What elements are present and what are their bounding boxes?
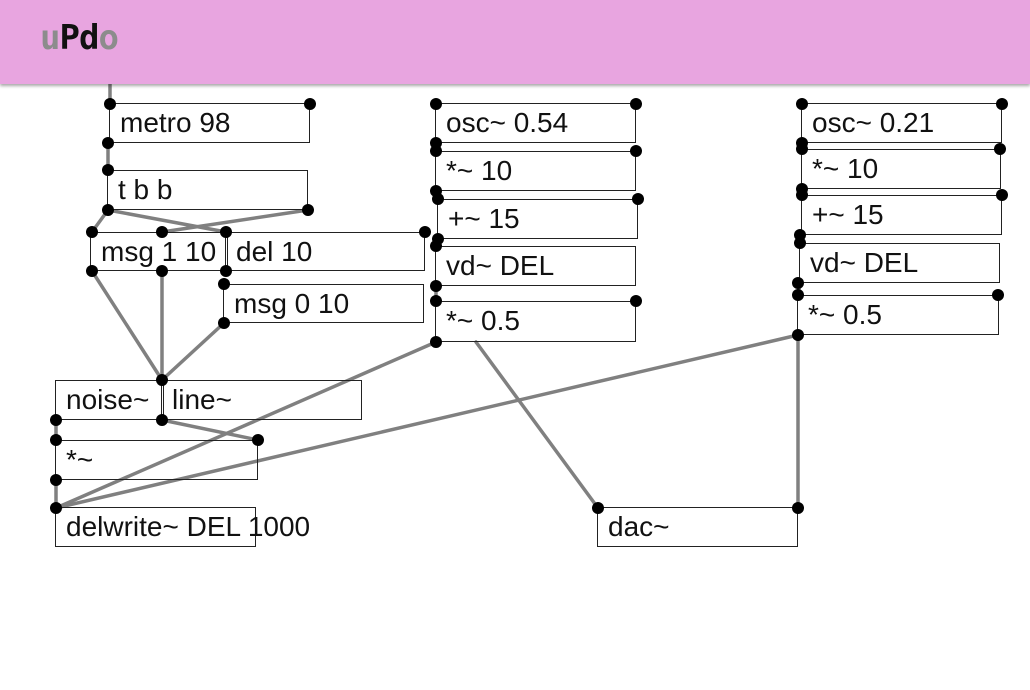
outlet-port[interactable] — [86, 265, 98, 277]
object-delwrite[interactable]: delwrite~ DEL 1000 — [55, 507, 310, 547]
inlet-port[interactable] — [792, 289, 804, 301]
outlet-port[interactable] — [50, 474, 62, 486]
inlet-port[interactable] — [430, 145, 442, 157]
inlet-port[interactable] — [430, 98, 442, 110]
object-vd-a[interactable]: vd~ DEL — [435, 246, 636, 286]
inlet-port[interactable] — [632, 193, 644, 205]
inlet-port[interactable] — [218, 278, 230, 290]
inlet-port[interactable] — [86, 226, 98, 238]
outlet-port[interactable] — [102, 204, 114, 216]
object-multiply[interactable]: *~ — [55, 440, 258, 480]
object-gain-b[interactable]: *~ 0.5 — [797, 295, 999, 335]
inlet-port[interactable] — [630, 98, 642, 110]
object-msg-0-10[interactable]: msg 0 10 — [223, 284, 424, 323]
outlet-port[interactable] — [430, 280, 442, 292]
outlet-port[interactable] — [50, 414, 62, 426]
inlet-port[interactable] — [432, 193, 444, 205]
object-del[interactable]: del 10 — [225, 232, 425, 271]
inlet-port[interactable] — [992, 289, 1004, 301]
object-gain-a[interactable]: *~ 0.5 — [435, 301, 636, 342]
patch-cord — [160, 208, 310, 234]
object-dac[interactable]: dac~ — [597, 507, 798, 547]
inlet-port[interactable] — [994, 143, 1006, 155]
outlet-port[interactable] — [302, 204, 314, 216]
inlet-port[interactable] — [252, 434, 264, 446]
inlet-port[interactable] — [304, 98, 316, 110]
object-osc-021[interactable]: osc~ 0.21 — [801, 103, 1002, 143]
inlet-port[interactable] — [996, 98, 1008, 110]
app-header: uPdo — [0, 0, 1030, 84]
patch-cord — [474, 340, 600, 510]
object-add-15-a[interactable]: +~ 15 — [437, 199, 638, 239]
outlet-port[interactable] — [430, 336, 442, 348]
app-logo: uPdo — [40, 18, 119, 58]
inlet-port[interactable] — [430, 295, 442, 307]
inlet-port[interactable] — [419, 226, 431, 238]
outlet-port[interactable] — [218, 317, 230, 329]
inlet-port[interactable] — [156, 374, 168, 386]
inlet-port[interactable] — [430, 240, 442, 252]
outlet-port[interactable] — [792, 277, 804, 289]
inlet-port[interactable] — [104, 98, 116, 110]
object-add-15-b[interactable]: +~ 15 — [801, 195, 1002, 235]
object-vd-b[interactable]: vd~ DEL — [799, 243, 1000, 283]
inlet-port[interactable] — [220, 226, 232, 238]
inlet-port[interactable] — [630, 295, 642, 307]
outlet-port[interactable] — [156, 414, 168, 426]
object-metro[interactable]: metro 98 — [109, 103, 310, 143]
inlet-port[interactable] — [630, 145, 642, 157]
inlet-port[interactable] — [796, 98, 808, 110]
patch-cord — [54, 340, 438, 510]
inlet-port[interactable] — [792, 502, 804, 514]
inlet-port[interactable] — [996, 189, 1008, 201]
outlet-port[interactable] — [220, 265, 232, 277]
outlet-port[interactable] — [102, 137, 114, 149]
outlet-port[interactable] — [792, 329, 804, 341]
patch-cord — [90, 269, 164, 382]
outlet-port[interactable] — [156, 265, 168, 277]
object-mul-10-b[interactable]: *~ 10 — [801, 149, 1001, 189]
inlet-port[interactable] — [796, 143, 808, 155]
patch-cord — [160, 418, 260, 442]
inlet-port[interactable] — [102, 164, 114, 176]
inlet-port[interactable] — [156, 226, 168, 238]
inlet-port[interactable] — [50, 434, 62, 446]
inlet-port[interactable] — [50, 502, 62, 514]
patch-cord — [160, 321, 226, 382]
object-noise[interactable]: noise~ — [55, 380, 164, 420]
inlet-port[interactable] — [794, 237, 806, 249]
object-trigger[interactable]: t b b — [107, 170, 308, 210]
object-line[interactable]: line~ — [161, 380, 362, 420]
object-osc-054[interactable]: osc~ 0.54 — [435, 103, 636, 143]
inlet-port[interactable] — [796, 189, 808, 201]
patch-cord — [106, 208, 228, 234]
object-msg-1-10[interactable]: msg 1 10 — [90, 232, 228, 271]
inlet-port[interactable] — [592, 502, 604, 514]
object-mul-10-a[interactable]: *~ 10 — [435, 151, 636, 191]
